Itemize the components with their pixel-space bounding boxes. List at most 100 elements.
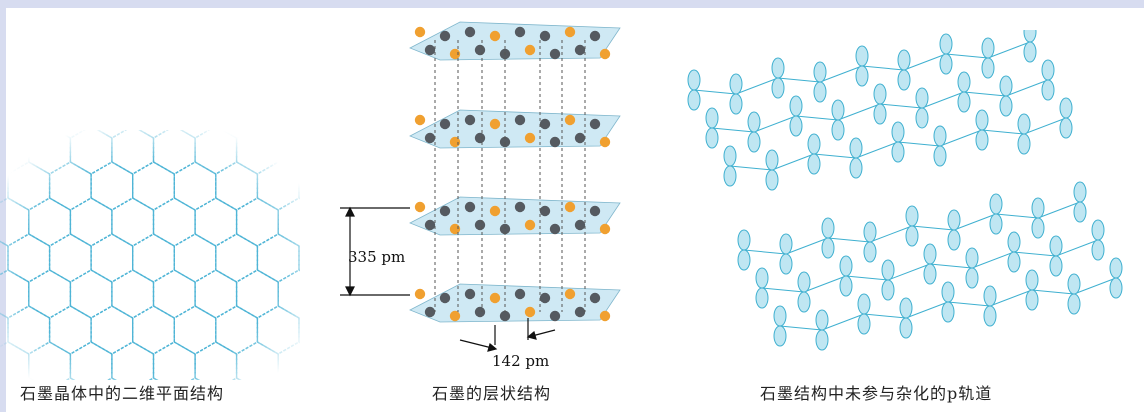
bond-length-label: 142 pm — [492, 352, 550, 370]
carbon-atom — [439, 292, 451, 304]
p-orbital — [1023, 30, 1037, 63]
hexagon-ring — [69, 197, 113, 247]
p-orbital — [755, 267, 769, 309]
carbon-atom — [564, 288, 576, 300]
carbon-atom — [414, 114, 426, 126]
hexagon-ring — [235, 341, 279, 380]
p-orbital — [915, 87, 929, 129]
sigma-bond — [735, 77, 779, 95]
hexagon-ring — [0, 168, 9, 204]
p-orbital — [765, 149, 779, 191]
caption-layered-structure: 石墨的层状结构 — [432, 384, 552, 403]
hexagon-ring — [0, 312, 9, 348]
carbon-atom — [449, 136, 461, 148]
hexagon-ring — [256, 161, 300, 211]
hexagon-ring — [235, 197, 279, 247]
sigma-bond — [929, 263, 973, 269]
carbon-atom — [574, 132, 586, 144]
interlayer-distance-label: 335 pm — [348, 248, 406, 266]
hexagon-ring — [262, 130, 294, 139]
carbon-atom — [489, 118, 501, 130]
p-orbital — [687, 69, 701, 111]
sigma-bond — [803, 275, 847, 293]
hexagon-ring — [173, 161, 217, 211]
carbon-atom — [464, 201, 476, 213]
carbon-atom — [599, 223, 611, 235]
p-orbital — [737, 229, 751, 271]
p-orbital — [821, 217, 835, 259]
carbon-atom — [589, 118, 601, 130]
layered-structure-diagram — [340, 21, 621, 352]
hexagon-ring — [131, 161, 176, 211]
hexagon-ring — [90, 305, 134, 355]
p-orbital — [1067, 273, 1081, 315]
carbon-atom — [514, 288, 526, 300]
carbon-atom — [439, 118, 451, 130]
sigma-bond — [827, 237, 871, 243]
p-orbital — [863, 221, 877, 263]
hexagon-ring — [215, 161, 259, 211]
hexagon-ring — [7, 233, 51, 283]
sigma-bond — [971, 251, 1015, 269]
sigma-bond — [987, 41, 1031, 59]
sigma-bond — [711, 127, 755, 133]
hexagon-ring — [28, 197, 72, 247]
p-orbital — [1073, 181, 1087, 223]
sigma-bond — [779, 325, 823, 331]
p-orbital — [923, 243, 937, 285]
carbon-atom — [564, 201, 576, 213]
hexagon-ring — [131, 233, 176, 283]
p-orbital — [831, 99, 845, 141]
carbon-atom — [539, 292, 551, 304]
hexagon-ring — [0, 130, 3, 132]
carbon-atom — [464, 288, 476, 300]
hexagon-ring — [256, 233, 300, 283]
carbon-atom — [564, 114, 576, 126]
carbon-atom — [424, 306, 436, 318]
sigma-bond — [1005, 79, 1049, 97]
sigma-bond — [1031, 289, 1075, 295]
p-orbital — [881, 259, 895, 301]
hexagon-ring — [13, 130, 45, 139]
carbon-atom — [464, 114, 476, 126]
hexagon-ring — [179, 130, 211, 139]
carbon-atom — [464, 26, 476, 38]
p-orbital — [839, 255, 853, 297]
hexagon-ring — [111, 197, 155, 247]
carbon-atom — [414, 201, 426, 213]
hexagon-ring — [194, 197, 238, 247]
carbon-atom — [474, 132, 486, 144]
carbon-atom — [589, 205, 601, 217]
sigma-bond — [813, 153, 857, 159]
p-orbital — [1025, 269, 1039, 311]
hexagon-ring — [138, 130, 169, 139]
carbon-atom — [424, 219, 436, 231]
p-orbital — [797, 271, 811, 313]
carbon-atom — [524, 219, 536, 231]
sigma-bond — [845, 275, 889, 281]
sigma-bond — [729, 165, 773, 171]
carbon-atom — [414, 26, 426, 38]
carbon-atom — [549, 310, 561, 322]
sigma-bond — [1013, 251, 1057, 257]
p-orbital — [989, 193, 1003, 235]
hexagon-ring — [0, 341, 30, 380]
sigma-bond — [947, 301, 991, 307]
p-orbital — [891, 121, 905, 163]
sigma-bond — [821, 313, 865, 331]
p-orbital — [1049, 235, 1063, 277]
carbon-atom — [589, 292, 601, 304]
hexagon-ring — [0, 378, 8, 380]
hexagon-ring — [152, 197, 196, 247]
carbon-atom — [524, 306, 536, 318]
hexagon-ring — [221, 130, 252, 139]
carbon-atom — [489, 292, 501, 304]
hexagon-ring — [173, 305, 217, 355]
hexagon-ring — [111, 269, 155, 319]
p-orbital — [1109, 257, 1123, 299]
carbon-atom — [449, 48, 461, 60]
sigma-bond — [953, 213, 997, 231]
sigma-bond — [753, 115, 797, 133]
hexagon-ring — [235, 269, 279, 319]
sigma-bond — [1073, 277, 1117, 295]
